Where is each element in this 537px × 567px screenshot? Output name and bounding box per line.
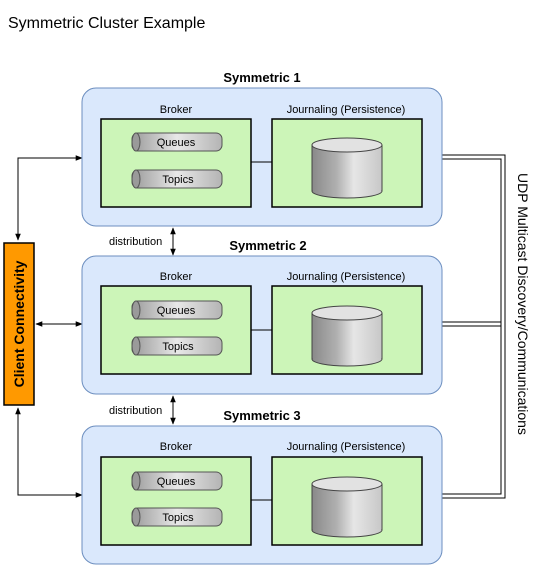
queues-pipe: Queues <box>131 300 223 320</box>
topics-label: Topics <box>162 341 194 353</box>
broker-box <box>100 118 252 208</box>
client-arrows <box>15 155 83 498</box>
client-arrow-1 <box>15 155 83 241</box>
distribution-label-1: distribution <box>109 236 162 248</box>
queues-pipe: Queues <box>131 132 223 152</box>
topics-pipe: Topics <box>131 507 223 527</box>
queues-label: Queues <box>157 476 196 488</box>
topics-label: Topics <box>162 512 194 524</box>
queues-label: Queues <box>157 305 196 317</box>
diagram-title: Symmetric Cluster Example <box>8 15 205 32</box>
broker-label: Broker <box>160 271 193 283</box>
udp-connectors <box>440 154 506 499</box>
cluster-title: Symmetric 3 <box>223 408 300 423</box>
client-arrow-3 <box>15 407 83 498</box>
cluster-3: Symmetric 3 Broker Journaling (Persisten… <box>81 408 443 565</box>
topics-label: Topics <box>162 174 194 186</box>
database-icon <box>311 137 383 199</box>
topics-pipe: Topics <box>131 336 223 356</box>
journal-label: Journaling (Persistence) <box>287 441 406 453</box>
udp-line-outer <box>440 154 506 499</box>
cluster-title: Symmetric 1 <box>223 70 300 85</box>
broker-label: Broker <box>160 441 193 453</box>
topics-pipe: Topics <box>131 169 223 189</box>
broker-box <box>100 456 252 546</box>
cluster-1: Symmetric 1 Broker Journaling (Persisten… <box>81 70 443 227</box>
database-icon <box>311 305 383 367</box>
cluster-2: Symmetric 2 Broker Journaling (Persisten… <box>81 238 443 395</box>
journal-label: Journaling (Persistence) <box>287 104 406 116</box>
udp-label: UDP Multicast Discovery/Communications <box>515 173 531 435</box>
database-icon <box>311 476 383 538</box>
distribution-label-2: distribution <box>109 405 162 417</box>
broker-label: Broker <box>160 104 193 116</box>
journal-label: Journaling (Persistence) <box>287 271 406 283</box>
cluster-title: Symmetric 2 <box>229 238 306 253</box>
distribution-connectors: distribution distribution <box>109 227 176 425</box>
client-connectivity-box <box>3 242 35 406</box>
broker-box <box>100 285 252 375</box>
client-connectivity-label: Client Connectivity <box>11 260 27 387</box>
queues-pipe: Queues <box>131 471 223 491</box>
queues-label: Queues <box>157 137 196 149</box>
